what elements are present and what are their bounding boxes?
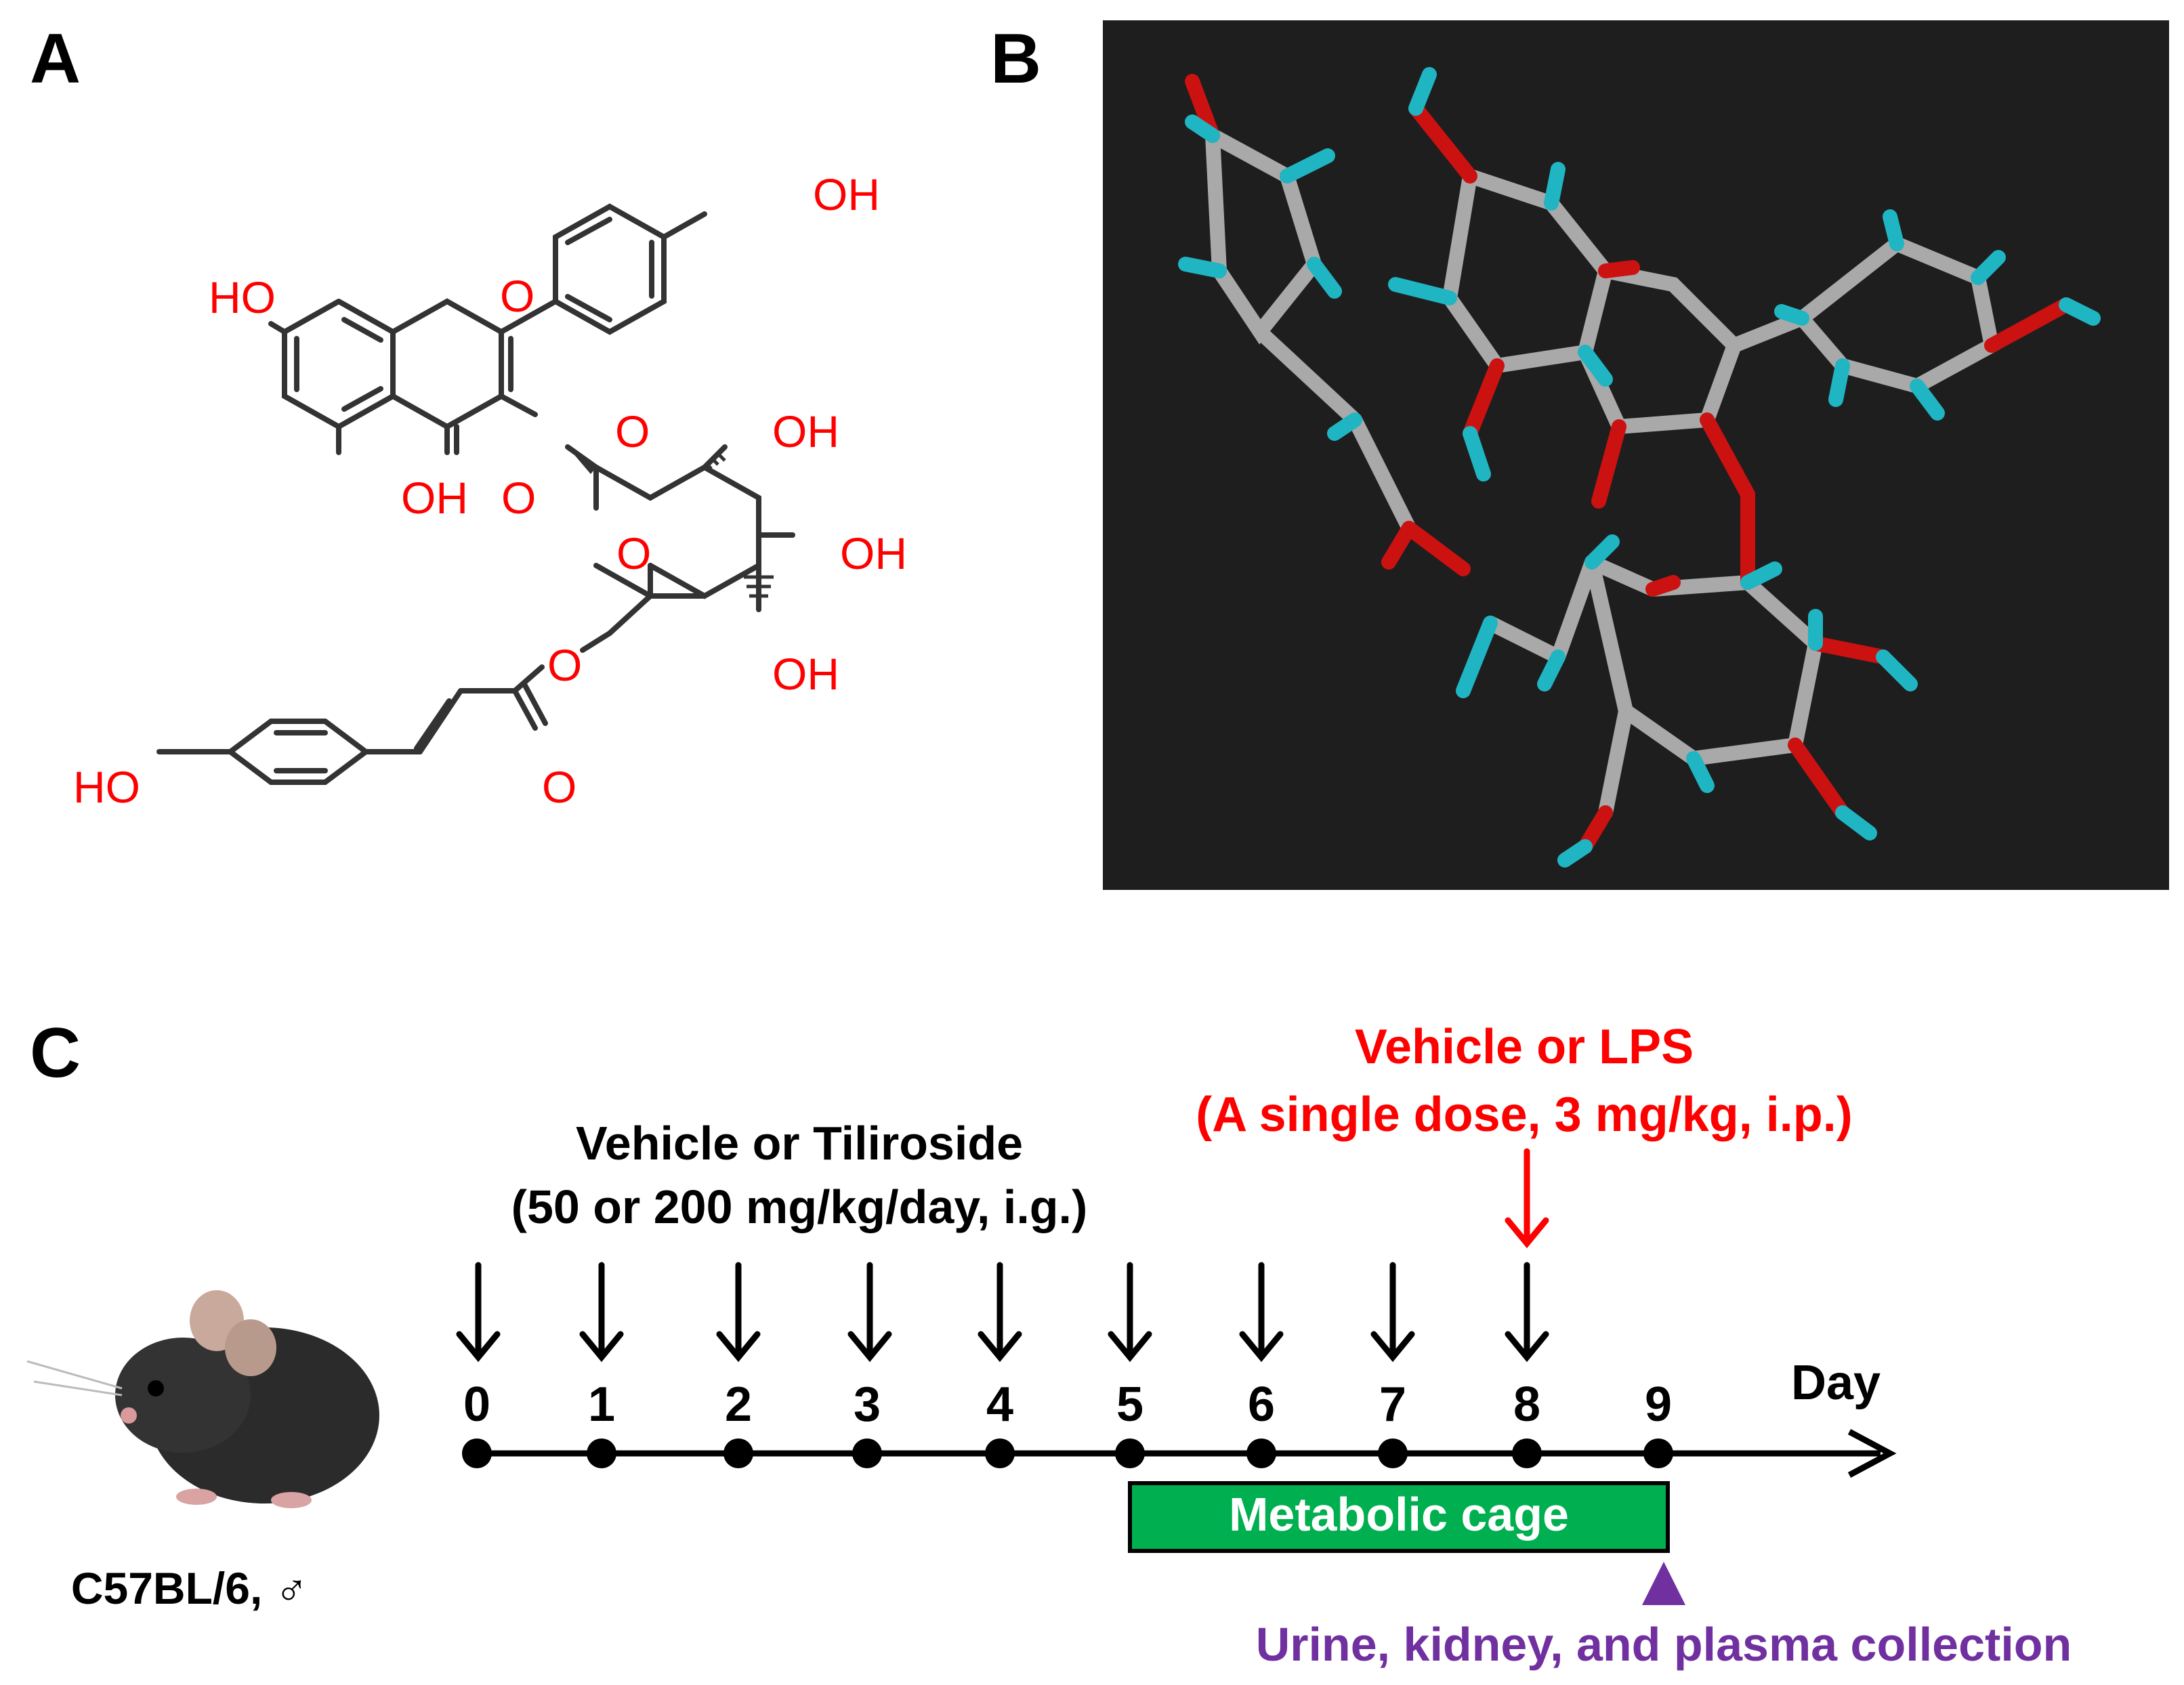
collection-marker-triangle [1642,1562,1685,1605]
treatment-label: Vehicle or Tiliroside [576,1117,1023,1170]
tiliroside-3d-model [1103,20,2169,890]
day-label-8: 8 [1513,1378,1540,1432]
atom-o-glycoside: O [615,406,650,456]
atom-oh-5: OH [401,473,468,523]
lps-dose: (A single dose, 3 mg/kg, i.p.) [1196,1088,1852,1142]
dosing-arrows [456,1262,1549,1363]
collection-label: Urine, kidney, and plasma collection [1256,1618,2072,1671]
panel-letter-b: B [990,20,1041,98]
dosing-arrow-day-1 [579,1262,624,1363]
tiliroside-2d-structure: OH HO O O OH O OH O OH OH O HO O [73,169,907,812]
oxygen-bonds [1185,74,2074,854]
day-label-7: 7 [1379,1378,1406,1432]
atom-oh-sugar-4: OH [772,649,839,699]
atom-o-keto: O [501,473,536,523]
dosing-arrow-day-5 [1108,1262,1152,1363]
experimental-timeline: C57BL/6, ♂ Vehicle or Tiliroside (50 or … [26,1020,2072,1671]
day-dot-0 [462,1438,492,1468]
mouse-strain-label: C57BL/6, ♂ [71,1563,308,1613]
atom-o-ester: O [547,640,582,690]
dosing-arrow-day-4 [978,1262,1022,1363]
hydrogen-bonds [1178,67,2101,868]
atom-o-carbonyl: O [542,762,576,812]
day-label-1: 1 [588,1378,615,1432]
lps-arrow [1505,1148,1549,1249]
day-label-9: 9 [1645,1378,1672,1432]
day-dot-2 [723,1438,753,1468]
dosing-arrow-day-2 [716,1262,761,1363]
metabolic-cage-label: Metabolic cage [1229,1488,1569,1541]
day-label-6: 6 [1248,1378,1275,1432]
day-label-0: 0 [463,1378,490,1432]
panel-letter-c: C [30,1014,81,1092]
atom-ho-7: HO [209,272,276,322]
day-markers [462,1438,1673,1468]
metabolic-cage-bar [1128,1481,1670,1553]
day-label-2: 2 [725,1378,752,1432]
panel-letter-a: A [30,20,81,98]
dosing-arrow-day-0 [456,1262,501,1363]
day-dot-7 [1378,1438,1408,1468]
atom-oh-sugar-3: OH [840,528,907,578]
atom-oh-phenyl: OH [813,169,880,219]
day-dot-9 [1643,1438,1673,1468]
day-dot-8 [1512,1438,1542,1468]
day-label-4: 4 [986,1378,1013,1432]
dosing-arrow-day-7 [1370,1262,1415,1363]
atom-o-pyran: O [500,271,534,321]
day-labels: 0 1 2 3 4 5 6 7 8 9 [463,1378,1672,1432]
day-dot-5 [1115,1438,1145,1468]
timeline-axis-arrowhead [1847,1429,1897,1478]
treatment-dose: (50 or 200 mg/kg/day, i.g.) [511,1180,1088,1233]
dosing-arrow-day-3 [847,1262,892,1363]
mouse-illustration [26,1290,379,1508]
atom-oh-sugar-2: OH [772,406,839,456]
lps-label: Vehicle or LPS [1355,1020,1694,1074]
day-dot-3 [852,1438,882,1468]
hashed-bond [705,451,774,598]
day-dot-1 [587,1438,616,1468]
day-label-5: 5 [1116,1378,1143,1432]
atom-o-sugar-ring: O [616,528,651,578]
dosing-arrow-day-8 [1505,1262,1549,1363]
atom-ho-coumaroyl: HO [73,762,140,812]
axis-label-day: Day [1791,1356,1881,1410]
day-label-3: 3 [854,1378,881,1432]
day-dot-6 [1246,1438,1276,1468]
model-background [1103,20,2169,890]
day-dot-4 [985,1438,1015,1468]
dosing-arrow-day-6 [1239,1262,1284,1363]
ring-a-bonds [156,203,795,785]
wedge-bond [568,447,596,474]
